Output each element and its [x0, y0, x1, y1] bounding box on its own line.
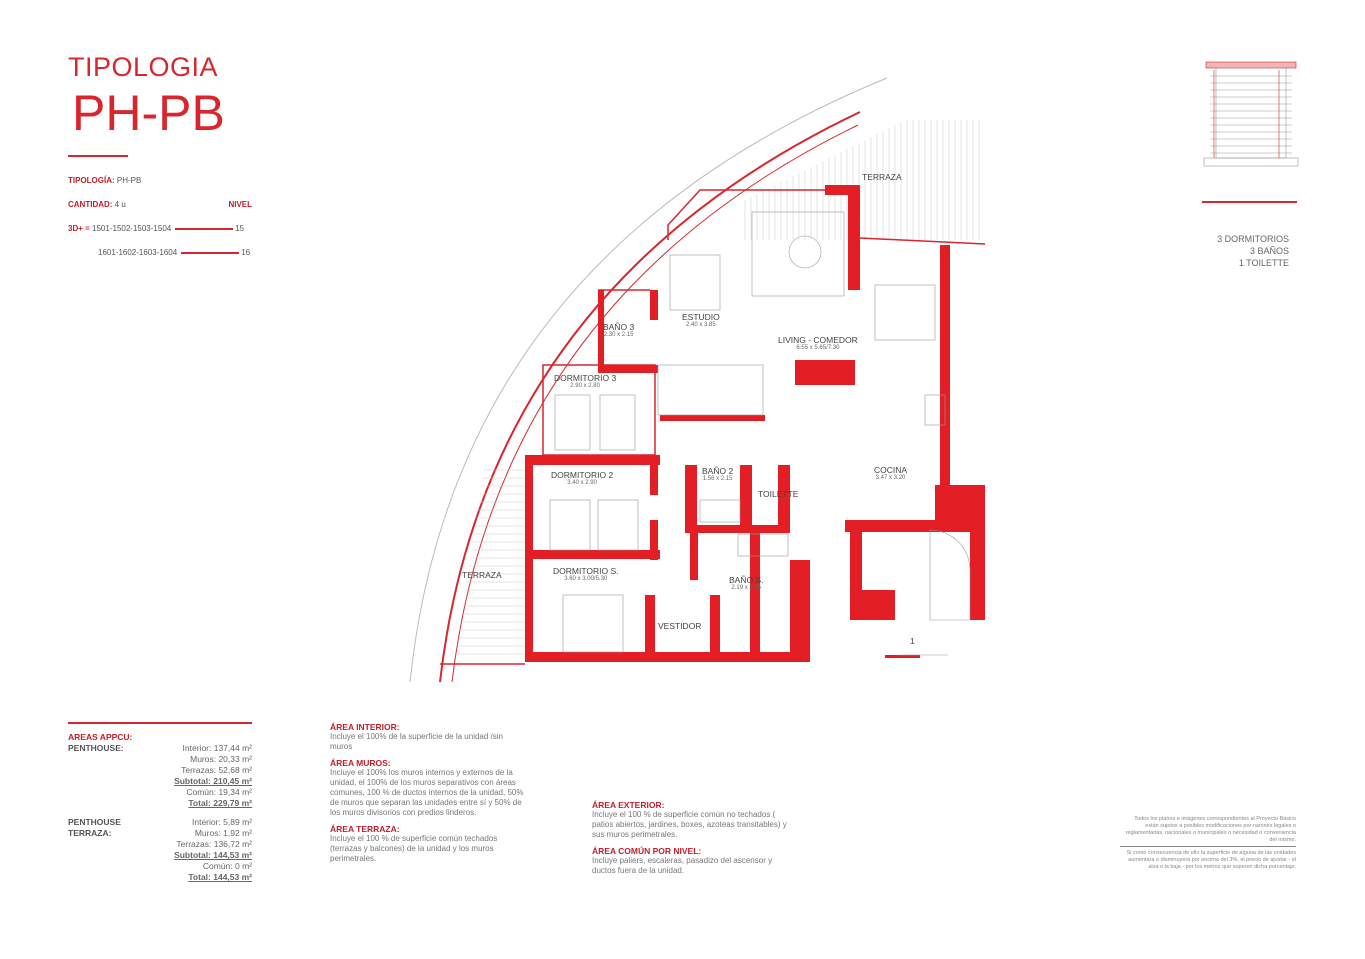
area-line: Muros: 20,33 m²: [190, 754, 252, 764]
room-vestidor: VESTIDOR: [658, 621, 702, 631]
area-group-label: PENTHOUSE TERRAZA:: [68, 817, 121, 838]
title-small: TIPOLOGIA: [68, 52, 219, 82]
units-value: 1601-1602-1603-1604: [98, 248, 178, 257]
nivel-label: NIVEL: [228, 200, 252, 209]
area-line: Común: 19,34 m²: [186, 787, 252, 797]
definition-title: ÁREA COMÚN POR NIVEL:: [592, 846, 702, 856]
definition-text: Incluye paliers, escaleras, pasadizo del…: [592, 856, 773, 875]
summary-toilette: 1 TOILETTE: [1238, 258, 1289, 268]
summary-divider: [1202, 201, 1297, 203]
room-bano-s: BAÑO S.2.19 x 3.95: [729, 575, 764, 591]
units-row-1: 3D+ = 1501-1502-1503-1504 15: [68, 224, 244, 233]
area-group-penthouse: PENTHOUSE: Interior: 137,44 m² Muros: 20…: [68, 743, 252, 809]
areas-divider: [68, 722, 252, 724]
definition-text: Incluye el 100% de la superficie de la u…: [330, 732, 503, 751]
area-line: Interior: 5,89 m²: [192, 817, 252, 827]
label-terraza-top: TERRAZA: [862, 172, 902, 182]
disclaimer-p1: Todos los planos e imágenes correspondie…: [1125, 816, 1296, 843]
definition-title: ÁREA MUROS:: [330, 758, 391, 768]
room-dormitorio-s: DORMITORIO S.3.60 x 3.00/5.30: [553, 566, 619, 582]
summary-bedrooms: 3 DORMITORIOS: [1217, 234, 1289, 244]
disclaimer-p2: Si como consecuencia de ello la superfic…: [1126, 850, 1296, 870]
units-value: 1501-1502-1503-1504: [92, 224, 172, 233]
area-line: Terrazas: 136,72 m²: [176, 839, 252, 849]
summary-bathrooms: 3 BAÑOS: [1249, 246, 1289, 256]
title-large: PH-PB: [72, 85, 225, 141]
area-total: Total: 144,53 m²: [188, 872, 252, 882]
tipologia-label: TIPOLOGÍA:: [68, 176, 115, 185]
areas-table: AREAS APPCU: PENTHOUSE: Interior: 137,44…: [68, 732, 252, 883]
area-line: Terrazas: 52,68 m²: [181, 765, 252, 775]
room-toilette: TOILETTE: [758, 489, 799, 499]
scale-label: 1: [910, 636, 915, 646]
building-elevation-icon: [1203, 61, 1299, 167]
area-line: Común: 0 m²: [202, 861, 252, 871]
cantidad-value: 4 u: [114, 200, 126, 209]
area-subtotal: Subtotal: 144,53 m²: [174, 850, 252, 860]
area-group-penthouse-terraza: PENTHOUSE TERRAZA: Interior: 5,89 m² Mur…: [68, 817, 252, 883]
definition-text: Incluye el 100 % de superficie común no …: [592, 810, 787, 839]
units-label: 3D+ =: [68, 224, 90, 233]
area-line: Muros: 1,92 m²: [194, 828, 252, 838]
definition-text: Incluye el 100% los muros internos y ext…: [330, 768, 524, 817]
definition-title: ÁREA EXTERIOR:: [592, 800, 665, 810]
divider: [68, 155, 128, 157]
areas-title: AREAS APPCU:: [68, 732, 133, 742]
area-total: Total: 229,79 m²: [188, 798, 252, 808]
tipologia-value: PH-PB: [116, 176, 142, 185]
definitions-col-2: ÁREA EXTERIOR: Incluye el 100 % de super…: [592, 794, 787, 876]
cantidad-label: CANTIDAD:: [68, 200, 113, 209]
area-group-label: PENTHOUSE:: [68, 743, 124, 753]
definition-text: Incluye el 100 % de superficie común tec…: [330, 834, 498, 863]
units-row-2: 1601-1602-1603-1604 16: [98, 248, 250, 257]
unit-summary: 3 DORMITORIOS 3 BAÑOS 1 TOILETTE: [1180, 233, 1289, 269]
tipologia-row: TIPOLOGÍA: PH-PB: [68, 176, 141, 185]
nivel-value: 15: [235, 224, 245, 233]
cantidad-row: CANTIDAD: 4 u NIVEL: [68, 200, 252, 209]
disclaimer: Todos los planos e imágenes correspondie…: [1120, 816, 1296, 871]
definition-title: ÁREA TERRAZA:: [330, 824, 400, 834]
definitions-col-1: ÁREA INTERIOR: Incluye el 100% de la sup…: [330, 716, 525, 864]
label-terraza-left: TERRAZA: [462, 570, 502, 580]
nivel-value: 16: [241, 248, 251, 257]
area-subtotal: Subtotal: 210,45 m²: [174, 776, 252, 786]
definition-title: ÁREA INTERIOR:: [330, 722, 400, 732]
area-line: Interior: 137,44 m²: [182, 743, 252, 753]
